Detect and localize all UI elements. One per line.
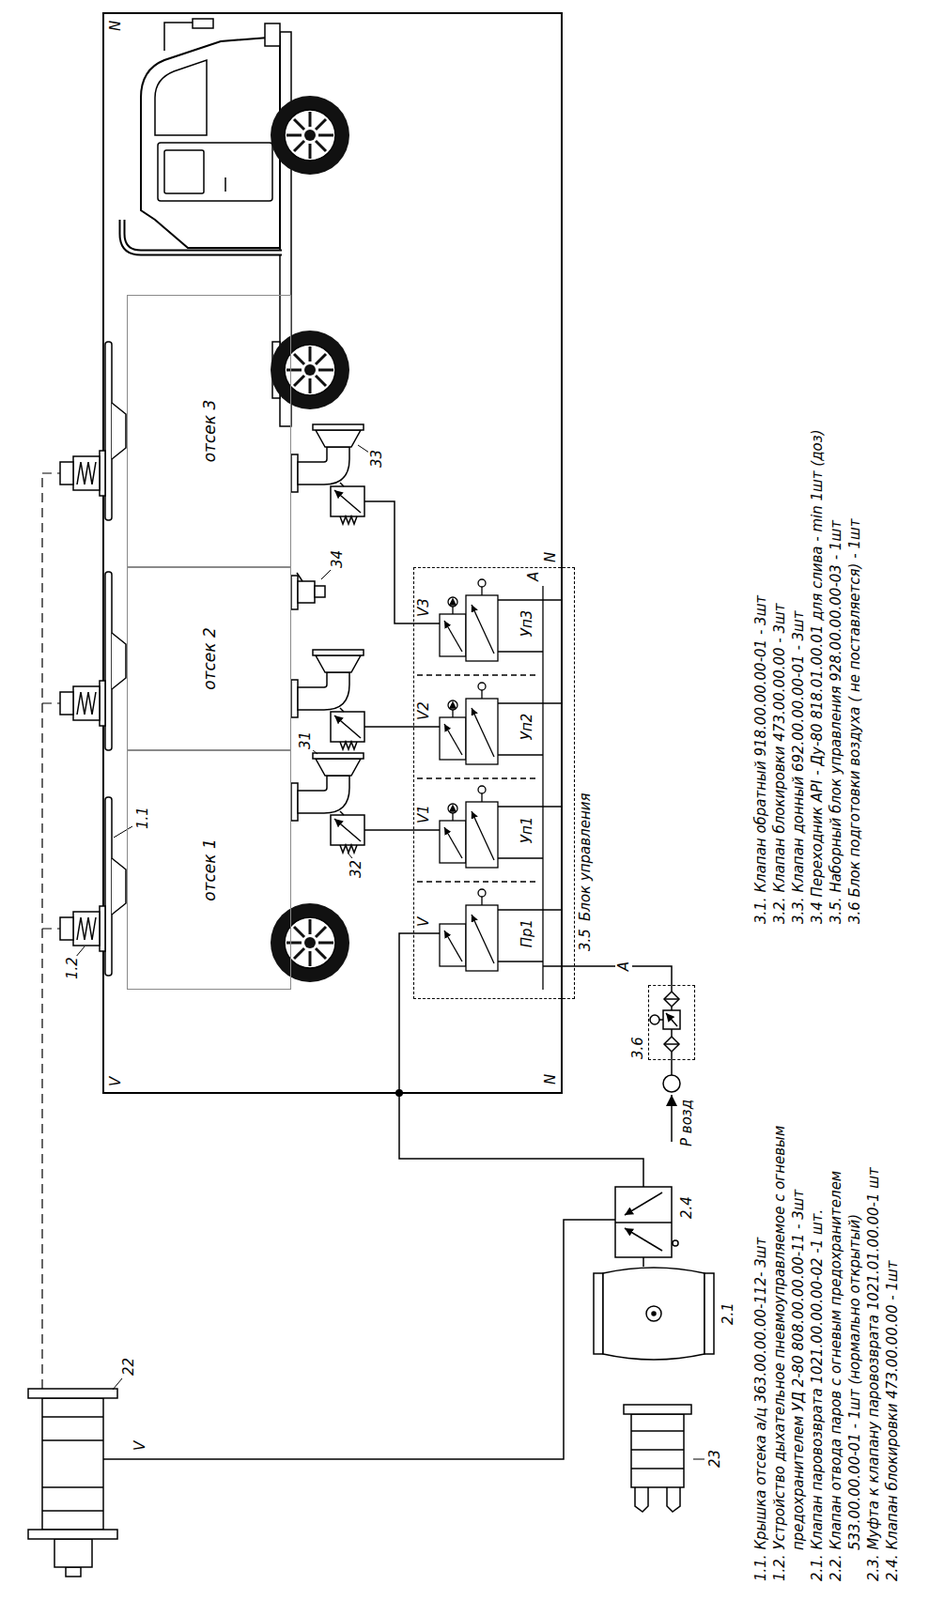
parts-list-item: 2.3. Муфта к клапану паровозврата 1021.0…	[864, 1112, 883, 1582]
node-label: отсек 1	[201, 838, 218, 902]
line-label: A	[615, 959, 633, 974]
parts-list-item: 3.1. Клапан обратный 918.00.00.00-01 - 3…	[751, 22, 771, 925]
node-label: Уп1	[518, 817, 536, 845]
callout-label: V	[107, 1076, 124, 1088]
callout-label: 22	[120, 1357, 138, 1378]
compartment-box: отсек 1	[126, 750, 292, 991]
compartment-box: отсек 2	[126, 567, 292, 751]
parts-list: 3.1. Клапан обратный 918.00.00.00-01 - 3…	[751, 22, 865, 925]
parts-list-item: 3.3. Клапан донный 692.00.00.00-01 - 3шт	[789, 22, 808, 925]
parts-list-item: 2.4. Клапан блокировки 473.00.00.00 - 1ш…	[882, 1112, 902, 1582]
node-label: отсек 2	[201, 627, 218, 691]
air-prep-unit: 3.6	[648, 985, 696, 1061]
parts-list-item: 3.2. Клапан блокировки 473.00.00.00 - 3ш…	[770, 22, 790, 925]
pneumatic-frame	[103, 13, 562, 1094]
callout-label: 23	[706, 1449, 724, 1470]
control-module: Уп1	[427, 783, 538, 878]
callout-label: 1.1	[134, 805, 152, 831]
control-module-symbols	[417, 579, 575, 991]
control-module: Пр1	[427, 886, 538, 981]
callout-label: 31	[296, 730, 314, 751]
parts-list-item: 3.6 Блок подготовки воздуха ( не поставл…	[845, 22, 865, 925]
air-supply	[650, 985, 681, 1143]
node-label: Уп3	[518, 610, 536, 638]
truck-cab	[122, 18, 292, 427]
callout-label: 2.4	[678, 1195, 696, 1221]
bottom-valve	[291, 424, 365, 853]
node-label: Уп2	[518, 713, 536, 742]
parts-list-item: 2.1. Клапан паровозврата 1021.00.00.00-0…	[807, 1112, 827, 1582]
node-label: 3.5	[576, 929, 594, 952]
compartment-box: отсек 3	[126, 294, 292, 568]
parts-list-item: 3.5. Наборный блок управления 928.00.00.…	[826, 22, 846, 925]
node-label: отсек 3	[201, 400, 218, 464]
parts-list-item: 2.2. Клапан отвода паров с огневым предо…	[826, 1112, 865, 1582]
node-label: 3.6	[629, 1037, 647, 1060]
callout-label: 1.2	[63, 956, 81, 981]
wheel	[270, 903, 350, 983]
control-block: 3.5Блок управленияПр1Уп1Уп2Уп3	[413, 567, 575, 1000]
callout-label: N	[107, 19, 124, 32]
callout-label: N	[541, 1073, 559, 1086]
callout-label: Р возд	[678, 1099, 696, 1148]
control-line	[42, 473, 61, 1390]
parts-list-item: 1.2. Устройство дыхательное пневмоуправл…	[770, 1112, 808, 1582]
control-module: Уп3	[427, 576, 538, 671]
callout-label: V3	[415, 597, 433, 619]
callout-label: V1	[415, 804, 433, 825]
callout-label: 32	[347, 859, 365, 880]
callout-label: 33	[368, 449, 386, 469]
parts-list-item: 3.4 Переходник API - Ду-80 818.01.00.01 …	[807, 22, 827, 925]
node-label: Пр1	[518, 919, 536, 948]
wheel	[270, 330, 350, 410]
junction-dot	[395, 1089, 403, 1098]
parts-list-item: 1.1. Крышка отсека а/ц 363.00.00.00-112-…	[751, 1112, 771, 1582]
lid-and-breather	[60, 341, 126, 976]
callout-label: N	[541, 551, 559, 564]
node-label: Блок управления	[576, 792, 594, 922]
pilot-line	[103, 501, 644, 1460]
parts-list: 1.1. Крышка отсека а/ц 363.00.00.00-112-…	[751, 1112, 902, 1582]
callout-label: 2.1	[719, 1301, 737, 1327]
vapour-equipment	[28, 1187, 714, 1578]
callout-label: V	[131, 1440, 149, 1453]
leader-line	[75, 445, 705, 1460]
control-module: Уп2	[427, 680, 538, 775]
callout-label: A	[525, 571, 542, 583]
callout-label: 34	[328, 549, 346, 570]
callout-label: V2	[415, 700, 433, 722]
callout-label: V	[415, 916, 433, 929]
wheel	[270, 95, 350, 175]
